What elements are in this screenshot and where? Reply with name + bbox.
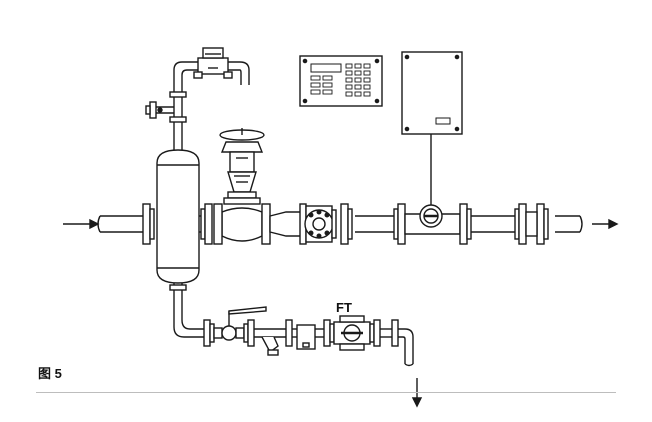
- drain-ball-valve: [203, 306, 267, 347]
- figure-caption: 图 5: [38, 366, 62, 381]
- flow-computer: [299, 55, 383, 107]
- drain-line: [169, 283, 204, 338]
- separator-outlet-flange: [200, 203, 213, 245]
- outlet-flange: [514, 203, 549, 245]
- air-vent-device: [193, 47, 233, 79]
- drain-arrow: [411, 378, 423, 408]
- drain-outlet: [380, 319, 414, 367]
- ft-label: FT: [336, 300, 352, 315]
- flowmeter: [393, 134, 472, 245]
- vent-line: [145, 61, 250, 150]
- caption-divider: [36, 392, 616, 393]
- inlet-arrow: [63, 218, 100, 230]
- check-valve: [269, 203, 353, 245]
- inlet-flange: [142, 203, 155, 245]
- control-valve: [213, 128, 271, 245]
- y-strainer: [254, 319, 293, 356]
- flow-transmitter: [323, 315, 381, 351]
- steam-trap: [292, 324, 324, 350]
- outlet-arrow: [592, 218, 619, 230]
- transmitter-enclosure: [401, 51, 463, 135]
- main-pipe: [97, 215, 583, 233]
- separator-vessel: [156, 149, 200, 284]
